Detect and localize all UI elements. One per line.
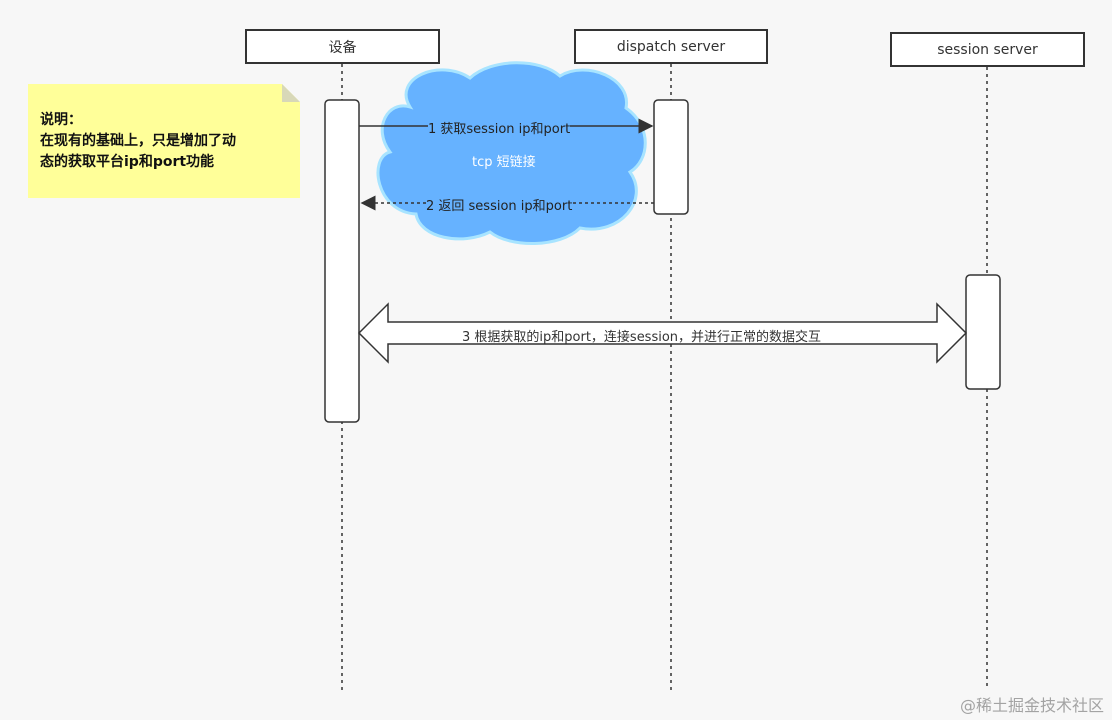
participant-device: 设备: [245, 29, 440, 64]
participant-session-label: session server: [937, 41, 1038, 58]
note: 说明： 在现有的基础上，只是增加了动 态的获取平台ip和port功能: [40, 110, 290, 173]
activation-session: [965, 274, 1001, 390]
note-title: 说明：: [40, 112, 82, 128]
note-shape: [28, 84, 300, 198]
activation-dispatch: [653, 99, 689, 215]
participant-dispatch-server: dispatch server: [574, 29, 768, 64]
participant-session-server: session server: [890, 32, 1085, 67]
activation-device: [324, 99, 360, 423]
watermark: @稀土掘金技术社区: [959, 696, 1104, 715]
cloud-label: tcp 短链接: [472, 155, 536, 170]
message-3-label: 3 根据获取的ip和port，连接session，并进行正常的数据交互: [462, 330, 822, 345]
message-3-double-arrow: [357, 302, 968, 364]
note-line-1: 在现有的基础上，只是增加了动: [40, 133, 236, 149]
message-2-label: 2 返回 session ip和port: [426, 195, 573, 214]
note-line-2: 态的获取平台ip和port功能: [40, 154, 215, 170]
participant-dispatch-label: dispatch server: [616, 38, 726, 55]
message-1-label: 1 获取session ip和port: [428, 118, 571, 137]
participant-device-label: 设备: [328, 39, 357, 56]
